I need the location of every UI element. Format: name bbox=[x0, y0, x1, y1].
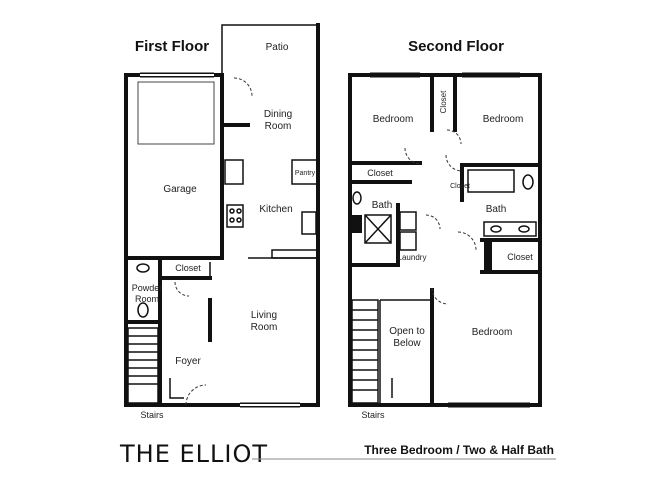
garage-label: Garage bbox=[163, 184, 197, 195]
second-floor-heading: Second Floor bbox=[408, 38, 504, 55]
closet-right-label: Closet bbox=[507, 252, 533, 262]
first-floor-heading: First Floor bbox=[135, 38, 209, 55]
bathtub-icon bbox=[467, 169, 515, 193]
closet-small-label: Closet bbox=[450, 183, 470, 190]
plan-description: Three Bedroom / Two & Half Bath bbox=[364, 443, 554, 457]
closet-left-label: Closet bbox=[367, 168, 393, 178]
closet-vertical-label: Closet bbox=[439, 90, 448, 113]
foyer-label: Foyer bbox=[175, 356, 201, 367]
washer-icon bbox=[399, 211, 417, 231]
closet-door-swing bbox=[174, 281, 190, 297]
plan-name: THE ELLIOT bbox=[119, 440, 268, 468]
title-block: THE ELLIOT Three Bedroom / Two & Half Ba… bbox=[119, 440, 556, 468]
closet-label: Closet bbox=[175, 263, 201, 273]
fridge-icon bbox=[224, 159, 244, 185]
second-floor-plan: Second Floor bbox=[348, 38, 542, 420]
bedroom-right-label: Bedroom bbox=[483, 114, 524, 125]
bedroom-right-door-swing bbox=[446, 129, 462, 145]
laundry-door-swing bbox=[425, 214, 441, 230]
bedroom-bottom-label: Bedroom bbox=[472, 327, 513, 338]
toilet-right-icon bbox=[522, 174, 534, 190]
pantry-label: Pantry bbox=[295, 170, 316, 177]
laundry-label: Laundry bbox=[398, 253, 427, 262]
first-floor-stairs bbox=[127, 327, 184, 404]
hall-door-swing bbox=[445, 154, 463, 172]
patio-label: Patio bbox=[266, 42, 289, 53]
vanity-icon bbox=[352, 215, 362, 233]
dryer-icon bbox=[399, 231, 417, 251]
bath-left-label: Bath bbox=[372, 200, 393, 211]
second-floor-stairs bbox=[351, 299, 393, 404]
sink-icon bbox=[301, 211, 317, 235]
garage-door-outline bbox=[137, 81, 215, 145]
bedroom-bottom-door-swing bbox=[431, 287, 449, 305]
toilet-left-icon bbox=[352, 191, 362, 205]
bath-right-door-swing bbox=[457, 231, 477, 251]
bath-right-label: Bath bbox=[486, 204, 507, 215]
first-stairs-label: Stairs bbox=[140, 410, 164, 420]
bedroom-left-label: Bedroom bbox=[373, 114, 414, 125]
closet-right-shelf bbox=[484, 242, 492, 272]
pantry-outline bbox=[291, 159, 319, 185]
shower-icon bbox=[364, 214, 392, 244]
front-door-swing bbox=[185, 384, 207, 406]
second-stairs-label: Stairs bbox=[361, 410, 385, 420]
double-vanity-icon bbox=[483, 221, 537, 237]
dining-door-swing bbox=[233, 77, 253, 97]
stove-icon bbox=[226, 204, 244, 228]
kitchen-label: Kitchen bbox=[259, 204, 292, 215]
bedroom-left-door-swing bbox=[404, 147, 422, 165]
first-floor-plan: First Floor bbox=[124, 23, 320, 420]
patio-outline bbox=[221, 24, 318, 75]
powder-sink-icon bbox=[136, 263, 150, 273]
powder-toilet-icon bbox=[137, 302, 149, 318]
